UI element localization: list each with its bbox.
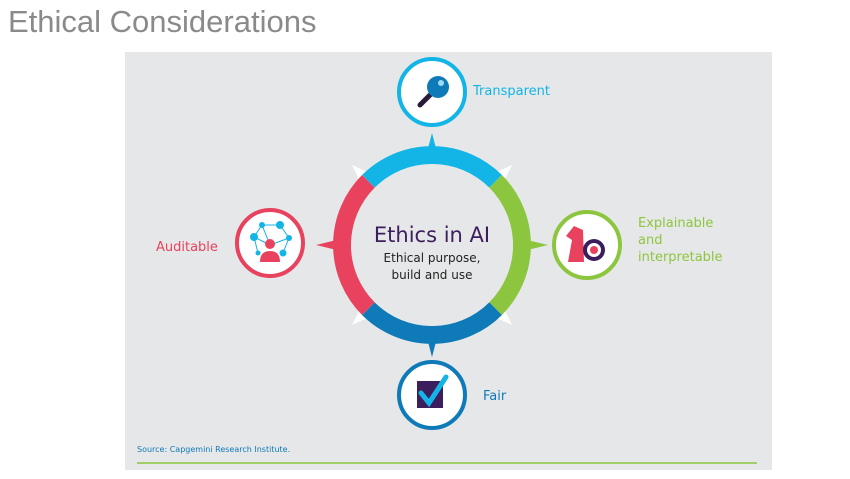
node-fair: Fair	[397, 360, 507, 430]
chess-knight-target-icon	[566, 226, 605, 262]
slide-title: Ethical Considerations	[8, 4, 317, 39]
label-explainable-1: Explainable	[638, 216, 713, 231]
ring-segment-explainable	[489, 175, 531, 315]
ring-segment-fair	[362, 302, 502, 344]
center-line-2: build and use	[392, 268, 473, 282]
ring-segment-transparent	[362, 146, 502, 188]
magnifier-icon	[417, 76, 449, 108]
node-transparent: Transparent	[397, 57, 550, 127]
node-explainable: Explainable and interpretable	[552, 210, 723, 280]
network-person-icon	[250, 221, 292, 262]
label-explainable-2: and	[638, 233, 662, 248]
center-line-1: Ethical purpose,	[384, 251, 481, 265]
label-fair: Fair	[483, 389, 507, 404]
ring-segment-auditable	[333, 175, 375, 315]
label-auditable: Auditable	[156, 240, 218, 255]
source-note: Source: Capgemini Research Institute.	[137, 445, 290, 454]
center-heading: Ethics in AI	[374, 223, 490, 247]
label-explainable-3: interpretable	[638, 250, 723, 265]
label-transparent: Transparent	[472, 84, 550, 99]
checkbox-icon	[417, 374, 449, 408]
node-auditable: Auditable	[156, 208, 305, 278]
